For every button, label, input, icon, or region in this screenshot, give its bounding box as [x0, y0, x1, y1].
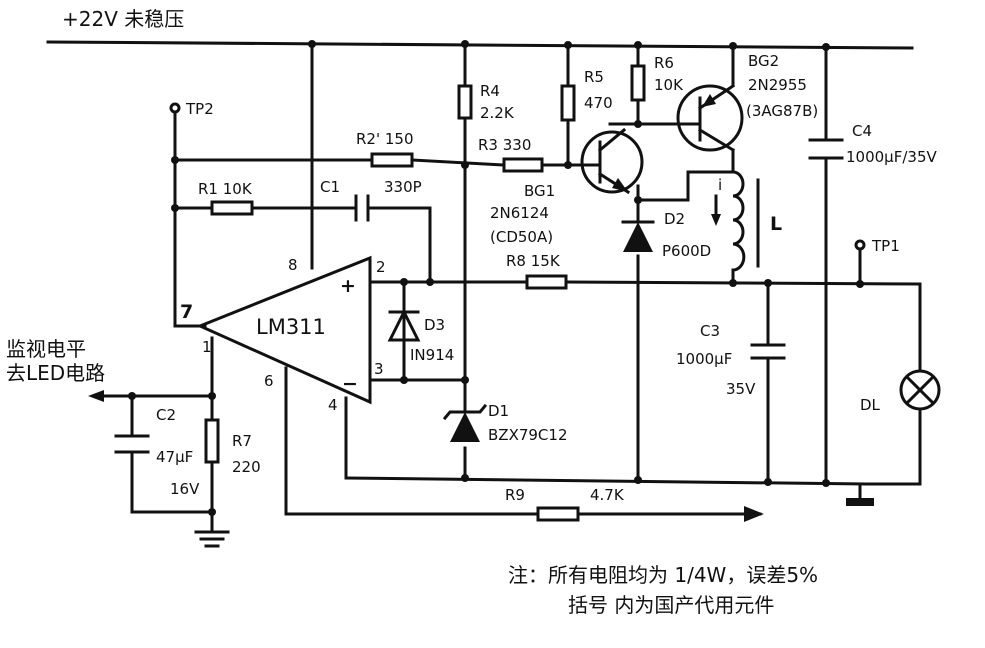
c2-value-2: 16V [170, 480, 200, 498]
note-line-2: 括号 内为国产代用元件 [568, 593, 774, 617]
r6-body [630, 64, 646, 102]
diode-symbols [387, 220, 655, 442]
r8-body [525, 274, 568, 290]
ic-pin7: 7 [180, 301, 193, 323]
supply-rail [46, 40, 914, 50]
transistor-symbols [580, 83, 744, 195]
ic-plus-sign: + [340, 275, 356, 297]
d1-name: D1 [488, 402, 509, 420]
r2-label: R2' 150 [356, 130, 414, 148]
monitor-label-1: 监视电平 [6, 337, 86, 361]
bg1-part: 2N6124 [490, 204, 549, 222]
c1-name: C1 [320, 178, 340, 196]
capacitor-symbols [114, 138, 844, 454]
r1-body [210, 200, 254, 216]
d3-part: IN914 [410, 346, 454, 364]
r5-name: R5 [584, 68, 604, 86]
r6-name: R6 [654, 54, 674, 72]
d2-name: D2 [664, 210, 685, 228]
note-line-1: 注：所有电阻均为 1/4W，误差5% [508, 563, 818, 587]
tp2-label: TP2 [185, 100, 214, 118]
d3-name: D3 [424, 316, 445, 334]
output-wire [564, 280, 922, 286]
ic-pin4: 4 [328, 396, 338, 414]
r9-name: R9 [505, 486, 525, 504]
r4-value: 2.2K [480, 104, 515, 122]
resistor-bodies [204, 64, 646, 522]
tp2-terminal [169, 102, 181, 114]
tp1-terminal [854, 239, 866, 251]
ground-return-wire [344, 476, 867, 486]
r4-body [457, 84, 473, 120]
ic-pin6: 6 [264, 372, 274, 390]
ic-name: LM311 [256, 315, 326, 339]
ic-pin1: 1 [202, 338, 212, 356]
ic-pin8: 8 [288, 256, 298, 274]
monitor-label-2: 去LED电路 [6, 361, 105, 385]
ic-minus-sign: − [342, 373, 358, 395]
inductor-label: L [770, 213, 782, 235]
bg1-alt: (CD50A) [490, 228, 553, 246]
ic-pin3: 3 [374, 360, 384, 378]
bg2-part: 2N2955 [748, 76, 807, 94]
feedback-arrow-icon [744, 506, 764, 522]
c3-value-2: 35V [726, 380, 756, 398]
r6-value: 10K [654, 76, 684, 94]
lamp-symbol [899, 369, 941, 411]
r5-value: 470 [584, 94, 613, 112]
bg2-name: BG2 [748, 52, 779, 70]
lamp-label: DL [860, 396, 881, 414]
wires [46, 40, 922, 534]
d1-part: BZX79C12 [488, 426, 568, 444]
r1-label: R1 10K [198, 180, 253, 198]
r7-name: R7 [232, 432, 252, 450]
monitor-arrow-icon [88, 390, 104, 402]
r2-right-wire [410, 158, 506, 167]
bg2-alt: (3AG87B) [746, 102, 818, 120]
c3-value-1: 1000μF [676, 350, 732, 368]
r9-value: 4.7K [590, 486, 625, 504]
r4-name: R4 [480, 82, 500, 100]
tp1-label: TP1 [871, 237, 900, 255]
r3-body [502, 157, 544, 173]
c3-name: C3 [700, 322, 720, 340]
c1-value: 330P [384, 178, 422, 196]
r3-label: R3 330 [478, 136, 531, 154]
r7-value: 220 [232, 458, 261, 476]
r8-label: R8 15K [506, 252, 561, 270]
lm311-body [196, 255, 372, 405]
r9-body [536, 506, 580, 522]
inductor-coil [711, 170, 760, 272]
d2-part: P600D [662, 242, 711, 260]
ic-pin2: 2 [376, 258, 386, 276]
bg1-name: BG1 [524, 182, 555, 200]
c4-name: C4 [852, 122, 872, 140]
r2-body [370, 152, 414, 168]
r5-body [560, 84, 576, 122]
c4-value: 1000μF/35V [846, 148, 937, 166]
c2-value-1: 47μF [156, 448, 193, 466]
r7-body [204, 418, 220, 464]
junction-dots [128, 40, 864, 516]
ground-symbols [194, 498, 874, 548]
c2-name: C2 [156, 406, 176, 424]
supply-label: +22V 未稳压 [62, 7, 184, 31]
inductor-current-label: i [718, 176, 722, 194]
